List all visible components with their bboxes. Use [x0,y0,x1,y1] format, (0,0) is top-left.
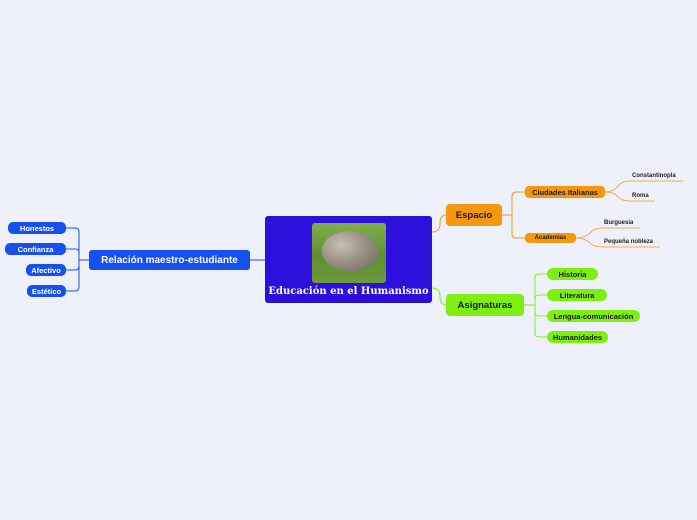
link-asignaturas-literatura [534,294,547,305]
topic-academias[interactable]: Academias [525,233,576,243]
link-espacio-ciudades [502,191,525,216]
central-image [311,223,386,283]
topic-honestos[interactable]: Honestos [8,222,66,234]
topic-pequena-nobleza[interactable]: Pequeña nobleza [604,239,654,245]
topic-ciudades-italianas[interactable]: Ciudades Italianas [525,186,605,198]
link-ciudades-roma [604,191,655,202]
link-academias-burguesia [575,227,640,239]
link-asignaturas-lengua [534,305,547,317]
link-relacion-estetico [66,260,80,292]
topic-historia[interactable]: Historia [547,268,598,280]
link-academias-pequena [575,237,660,248]
topic-espacio[interactable]: Espacio [446,204,502,226]
topic-roma[interactable]: Roma [632,193,649,199]
central-title: Educación en el Humanismo [268,286,429,297]
topic-lengua-comunicacion[interactable]: Lengua-comunicación [547,310,640,322]
link-ciudades-constantinopla [604,180,683,193]
link-espacio-academias [511,215,525,239]
topic-asignaturas[interactable]: Asignaturas [446,294,524,316]
central-topic[interactable]: Educación en el Humanismo [265,216,432,303]
link-asignaturas-humanidades [534,305,547,338]
link-central-asignaturas [431,287,447,306]
topic-relacion-maestro-estudiante[interactable]: Relación maestro-estudiante [89,250,250,270]
link-relacion-afectivo [66,260,80,271]
rock-image [321,231,378,271]
topic-estetico[interactable]: Estético [27,285,66,297]
topic-humanidades[interactable]: Humanidades [547,331,608,343]
link-relacion-honestos [66,227,89,261]
topic-afectivo[interactable]: Afectivo [26,264,66,276]
link-asignaturas-historia [524,273,547,306]
topic-confianza[interactable]: Confianza [5,243,66,255]
topic-literatura[interactable]: Literatura [547,289,607,301]
topic-constantinopla[interactable]: Constantinopla [632,173,676,179]
topic-burguesia[interactable]: Burguesía [604,220,634,226]
link-relacion-confianza [66,248,80,260]
link-central-espacio [431,214,447,233]
